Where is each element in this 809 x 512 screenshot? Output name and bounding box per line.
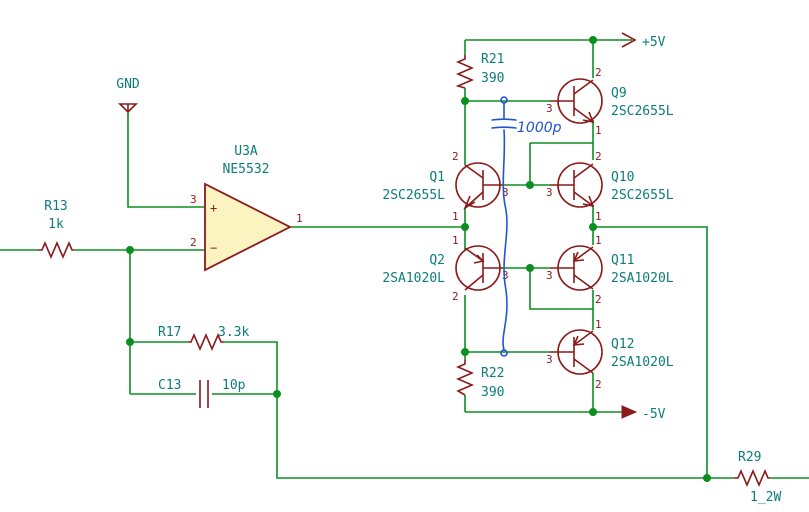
transistor-q1: 2 3 1 Q1 2SC2655L: [382, 150, 508, 223]
q2-ref: Q2: [429, 253, 445, 268]
resistor-r13: R13 1k: [38, 199, 74, 260]
resistor-r29: R29 1_2W: [734, 450, 781, 505]
junction-feedback: [273, 390, 281, 398]
junctions: [126, 36, 711, 482]
q1-pin1: 1: [452, 210, 459, 223]
q2-pin3: 3: [502, 269, 509, 282]
r13-ref: R13: [44, 199, 67, 214]
r29-ref: R29: [738, 450, 761, 465]
junction-q10-base: [526, 181, 534, 189]
junction-inverting: [126, 246, 134, 254]
q11-value: 2SA1020L: [611, 271, 674, 286]
opamp-u3a: + − 3 2 1 U3A NE5532: [190, 144, 303, 272]
transistor-q11: 1 3 2 Q11 2SA1020L: [546, 234, 674, 306]
c13-value: 10p: [222, 378, 246, 393]
handwritten-cap-value: 1000p: [517, 120, 562, 136]
q10-value: 2SC2655L: [611, 188, 674, 203]
q11-pin2: 2: [595, 293, 602, 306]
q9-value: 2SC2655L: [611, 104, 674, 119]
q11-pin3: 3: [546, 269, 553, 282]
q12-pin2: 2: [595, 378, 602, 391]
opamp-pin3: 3: [190, 193, 197, 206]
opamp-minus-sign: −: [210, 241, 217, 255]
resistor-r22: R22 390: [455, 360, 504, 400]
opamp-value: NE5532: [223, 162, 270, 177]
q1-pin2: 2: [452, 150, 459, 163]
r21-ref: R21: [481, 52, 504, 67]
handwritten-capacitor-note: 1000p: [491, 96, 562, 357]
opamp-pin1: 1: [296, 212, 303, 225]
gnd-symbol: GND: [116, 77, 140, 114]
opamp-plus-sign: +: [210, 201, 217, 215]
junction-r17-left: [126, 338, 134, 346]
gnd-label: GND: [116, 77, 140, 92]
opamp-pin2: 2: [190, 236, 197, 249]
junction-q11-base: [526, 264, 534, 272]
opamp-ref: U3A: [234, 144, 258, 159]
q1-value: 2SC2655L: [382, 188, 445, 203]
resistor-r17: R17 3.3k: [158, 325, 249, 352]
transistor-q10: 2 3 1 Q10 2SC2655L: [546, 150, 674, 223]
r22-value: 390: [481, 385, 504, 400]
junction-r21: [461, 97, 469, 105]
vpos-symbol: +5V: [621, 32, 666, 50]
r17-ref: R17: [158, 325, 181, 340]
q10-ref: Q10: [611, 170, 634, 185]
transistor-q9: 2 3 1 Q9 2SC2655L: [546, 66, 674, 137]
r29-value: 1_2W: [750, 490, 781, 505]
q1-pin3: 3: [502, 186, 509, 199]
q11-pin1: 1: [595, 234, 602, 247]
resistor-r21: R21 390: [455, 52, 504, 89]
junction-output: [589, 223, 597, 231]
junction-vpos: [589, 36, 597, 44]
q9-pin2: 2: [595, 66, 602, 79]
q2-pin1: 1: [452, 234, 459, 247]
junction-r22: [461, 348, 469, 356]
q12-ref: Q12: [611, 337, 634, 352]
q10-pin2: 2: [595, 150, 602, 163]
q10-pin3: 3: [546, 186, 553, 199]
r13-value: 1k: [48, 217, 64, 232]
c13-ref: C13: [158, 378, 181, 393]
q9-pin1: 1: [595, 124, 602, 137]
q9-pin3: 3: [546, 102, 553, 115]
q1-ref: Q1: [429, 170, 445, 185]
q9-ref: Q9: [611, 86, 627, 101]
r21-value: 390: [481, 71, 504, 86]
vneg-symbol: -5V: [621, 405, 666, 422]
capacitor-c13: C13 10p: [158, 378, 246, 408]
transistor-q2: 1 3 2 Q2 2SA1020L: [382, 234, 508, 303]
q11-ref: Q11: [611, 253, 634, 268]
junction-r29: [703, 474, 711, 482]
r17-value: 3.3k: [218, 325, 249, 340]
q12-value: 2SA1020L: [611, 355, 674, 370]
q12-pin3: 3: [546, 353, 553, 366]
q2-value: 2SA1020L: [382, 271, 445, 286]
transistor-q12: 1 3 2 Q12 2SA1020L: [546, 318, 674, 391]
r22-ref: R22: [481, 366, 504, 381]
q2-pin2: 2: [452, 290, 459, 303]
q10-pin1: 1: [595, 210, 602, 223]
vneg-label: -5V: [642, 407, 666, 422]
vpos-label: +5V: [642, 35, 666, 50]
q12-pin1: 1: [595, 318, 602, 331]
junction-bias-mid: [461, 223, 469, 231]
junction-vneg: [589, 408, 597, 416]
